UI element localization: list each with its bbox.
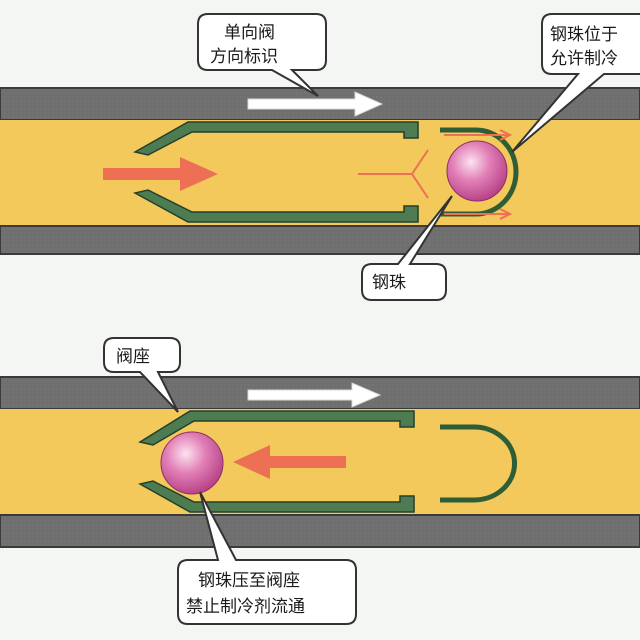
seat-callout-text: 阀座 [116,347,150,367]
bottom-reverse-flow-arrow-icon [233,445,346,479]
bottom-pipe-lower-wall [0,514,640,548]
top-direction-arrow-icon [247,91,384,117]
ball-callout: 钢珠 [361,195,453,301]
top-pipe-channel [0,120,640,226]
top-pipe-lower-wall [0,225,640,255]
ball-blocked-callout-line1: 钢珠压至阀座 [198,571,300,591]
top-valve-seat-lower [132,189,419,223]
top-flow-split-lines [358,129,513,220]
top-ball-retainer [440,127,519,217]
seat-callout: 阀座 [103,337,181,413]
bottom-ball-retainer [440,424,517,503]
bottom-panel: 阀座 钢珠压至阀座 禁止制冷剂流通 [0,337,640,625]
direction-callout: 单向阀 方向标识 [197,13,327,97]
ball-blocked-callout: 钢珠压至阀座 禁止制冷剂流通 [177,491,357,625]
ball-position-callout-line2: 允许制冷 [550,49,618,69]
bottom-valve-seat-upper [138,410,415,446]
top-panel: 单向阀 方向标识 钢珠位于 允许制冷 钢珠 [0,13,640,301]
direction-callout-line2: 方向标识 [210,47,278,67]
ball-position-callout-line1: 钢珠位于 [550,25,618,45]
bottom-direction-arrow-icon [247,382,382,408]
top-valve-seat-upper [132,121,419,156]
top-steel-ball [446,140,508,202]
ball-callout-text: 钢珠 [372,273,406,293]
bottom-valve-seat-lower [137,480,415,513]
top-flow-arrow-icon [103,157,218,191]
ball-blocked-callout-line2: 禁止制冷剂流通 [186,597,305,617]
bottom-pipe-upper-wall [0,376,640,410]
ball-position-callout: 钢珠位于 允许制冷 [511,13,640,153]
bottom-steel-ball [160,431,224,495]
direction-callout-line1: 单向阀 [224,23,275,43]
